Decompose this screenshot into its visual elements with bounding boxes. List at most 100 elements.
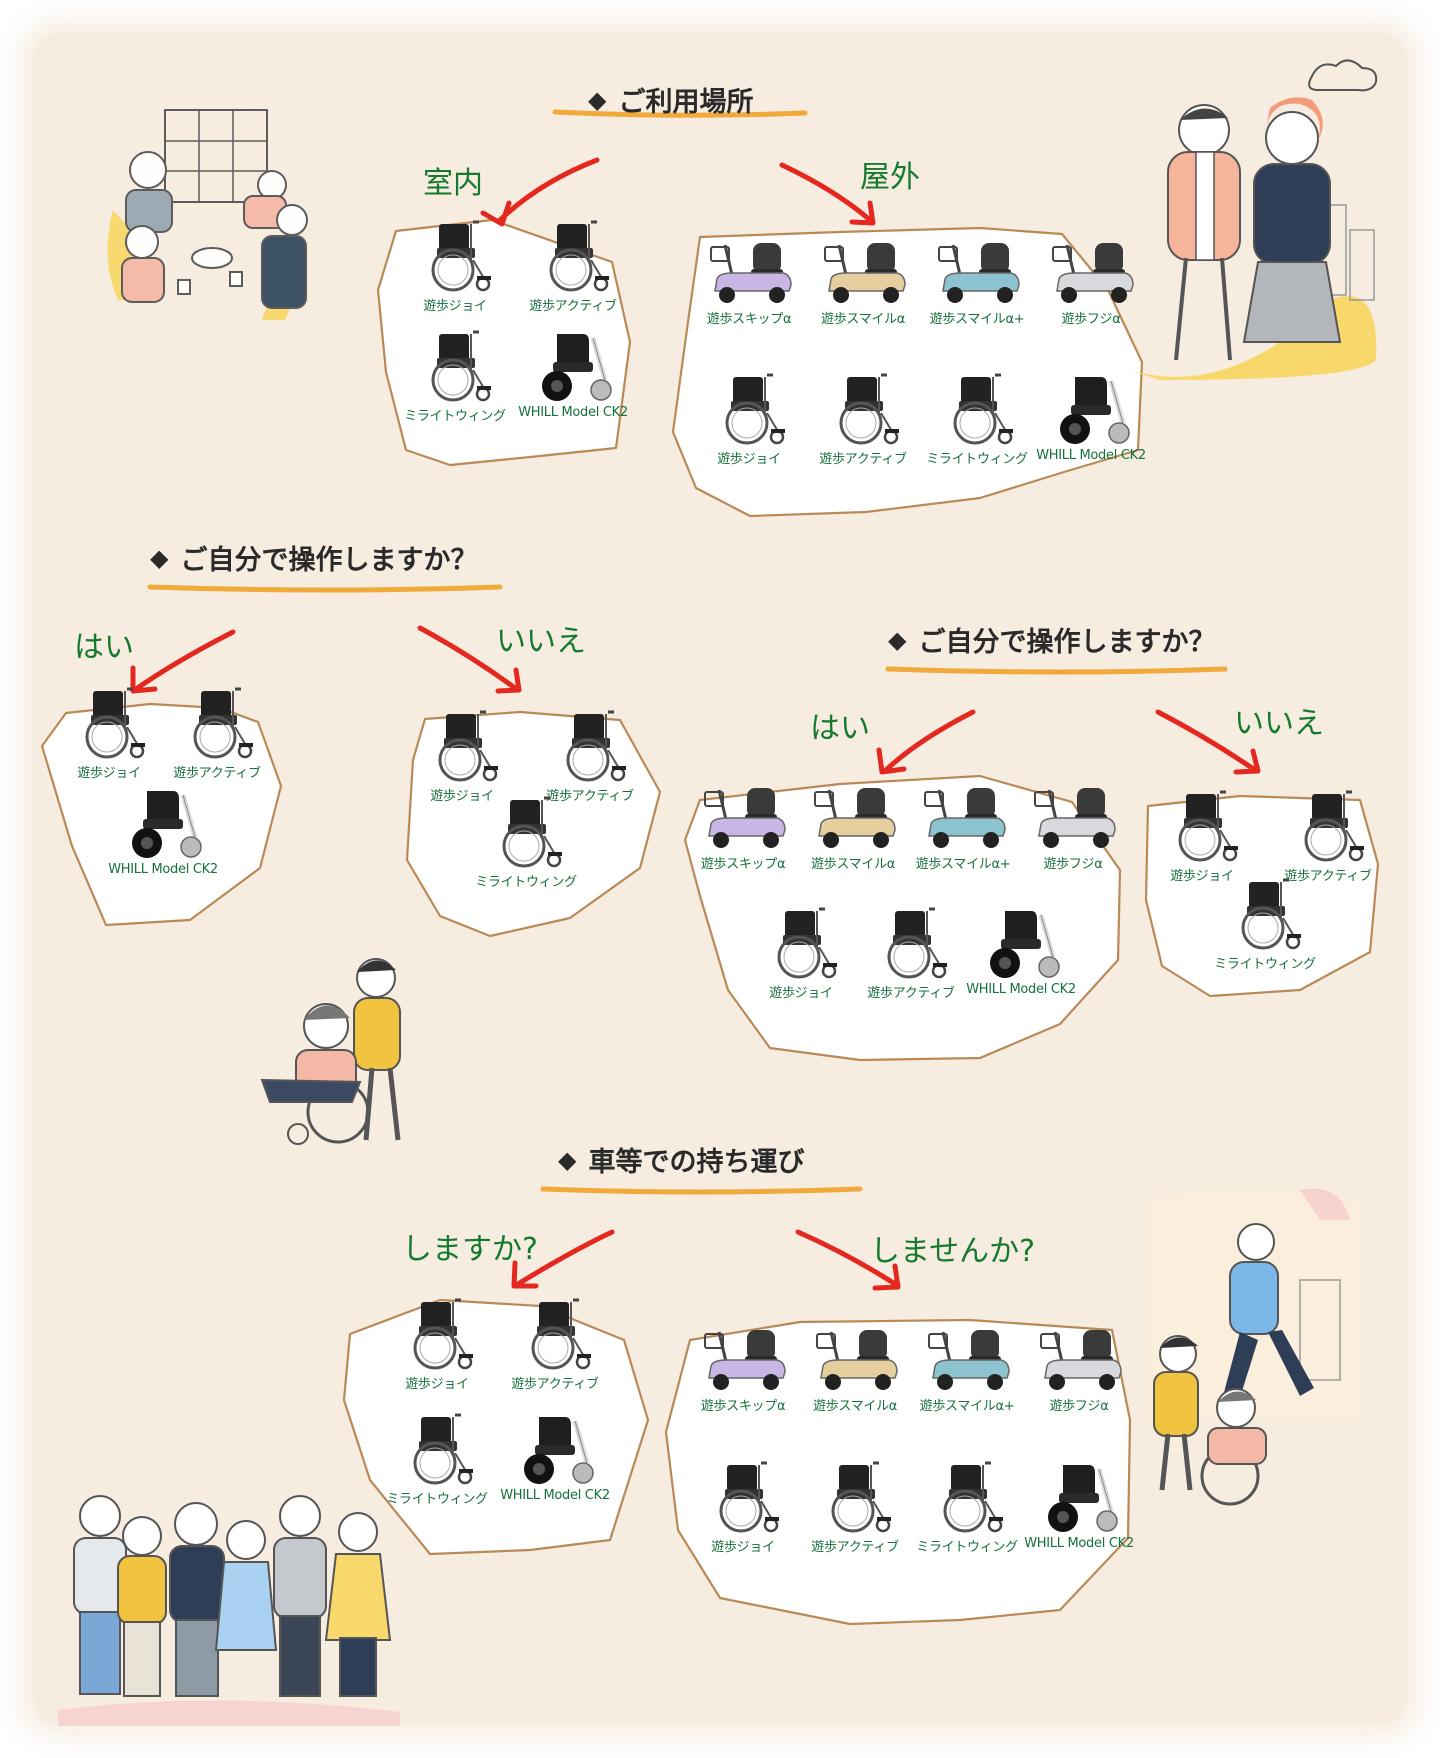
illustration-caregiver-wheelchair: [260, 958, 401, 1145]
product-label: 遊歩スマイルα+: [919, 1399, 1015, 1414]
product-label: 遊歩アクティブ: [867, 986, 955, 1001]
product-label: 遊歩フジα: [1049, 1399, 1109, 1414]
product-item: WHILL Model CK2: [514, 328, 632, 420]
diamond-icon: ◆: [888, 625, 907, 654]
power-wheelchair-icon: [524, 1417, 594, 1484]
illustration-walker-and-wheelchair: [1148, 1188, 1360, 1506]
scooter-icon: [814, 788, 896, 848]
branch-outdoor-no: いいえ: [1234, 706, 1324, 741]
product-item: ミライトウィング: [1206, 876, 1324, 972]
product-item: 遊歩スマイルα+: [908, 1322, 1026, 1414]
wheelchair-icon: [725, 373, 785, 445]
product-label: 遊歩スマイルα+: [915, 857, 1011, 872]
wheelchair-icon: [777, 907, 837, 979]
product-label: 遊歩アクティブ: [819, 452, 907, 467]
product-item: WHILL Model CK2: [1020, 1459, 1138, 1551]
wheelchair-icon: [831, 1461, 891, 1533]
branch-outdoor: 屋外: [860, 160, 920, 195]
arrow-indoor-yes: [133, 629, 236, 692]
scooter-icon: [710, 243, 792, 303]
diamond-icon: ◆: [150, 543, 169, 572]
wheelchair-icon: [502, 796, 562, 868]
product-item: 遊歩スマイルα: [794, 780, 912, 872]
product-label: 遊歩スマイルα: [812, 1399, 898, 1414]
product-item: 遊歩アクティブ: [804, 371, 922, 467]
arrow-location-outdoor: [779, 162, 873, 223]
wheelchair-icon: [719, 1461, 779, 1533]
scooter-icon: [938, 243, 1020, 303]
product-item: 遊歩アクティブ: [531, 708, 649, 804]
heading-carry: ◆ 車等での持ち運び: [558, 1140, 804, 1179]
product-item: 遊歩スキップα: [684, 1322, 802, 1414]
product-label: WHILL Model CK2: [966, 982, 1076, 997]
product-label: 遊歩アクティブ: [173, 766, 261, 781]
product-item: 遊歩ジョイ: [684, 1459, 802, 1555]
product-label: WHILL Model CK2: [500, 1488, 610, 1503]
scooter-icon: [1052, 243, 1134, 303]
wheelchair-icon: [85, 687, 145, 759]
product-label: 遊歩フジα: [1061, 312, 1121, 327]
product-item: 遊歩フジα: [1032, 235, 1150, 327]
product-label: 遊歩アクティブ: [529, 299, 617, 314]
branch-outdoor-yes: はい: [810, 711, 870, 746]
wheelchair-icon: [1241, 878, 1301, 950]
product-label: 遊歩ジョイ: [711, 1540, 775, 1555]
product-label: 遊歩スキップα: [700, 857, 786, 872]
product-item: 遊歩スマイルα: [796, 1322, 914, 1414]
product-label: ミライトウィング: [386, 1492, 488, 1507]
diamond-icon: ◆: [588, 85, 607, 114]
product-label: 遊歩ジョイ: [77, 766, 141, 781]
wheelchair-icon: [438, 710, 498, 782]
arrow-carry-no: [795, 1229, 898, 1287]
wheelchair-icon: [1304, 790, 1364, 862]
product-item: 遊歩ジョイ: [1143, 788, 1261, 884]
product-item: 遊歩アクティブ: [1269, 788, 1387, 884]
heading-location: ◆ ご利用場所: [588, 80, 753, 119]
scooter-icon: [816, 1330, 898, 1390]
product-item: 遊歩アクティブ: [514, 218, 632, 314]
product-item: 遊歩ジョイ: [403, 708, 521, 804]
product-item: ミライトウィング: [467, 794, 585, 890]
arrow-indoor-no: [417, 625, 518, 691]
branch-carry-yes: しますか?: [402, 1232, 538, 1267]
product-item: 遊歩アクティブ: [796, 1459, 914, 1555]
product-item: 遊歩フジα: [1020, 1322, 1138, 1414]
product-label: WHILL Model CK2: [518, 405, 628, 420]
product-item: 遊歩アクティブ: [852, 905, 970, 1001]
heading-self-operate-outdoor: ◆ ご自分で操作しますか？: [888, 620, 1215, 659]
arrow-outdoor-yes: [883, 709, 976, 773]
product-item: 遊歩ジョイ: [50, 685, 168, 781]
arrow-carry-yes: [515, 1229, 615, 1287]
product-label: 遊歩ジョイ: [717, 452, 781, 467]
branch-indoor-no: いいえ: [496, 624, 586, 659]
product-item: ミライトウィング: [396, 328, 514, 424]
arrow-outdoor-no: [1155, 709, 1258, 773]
wheelchair-icon: [413, 1413, 473, 1485]
product-label: WHILL Model CK2: [1036, 448, 1146, 463]
product-label: 遊歩ジョイ: [405, 1377, 469, 1392]
wheelchair-icon: [531, 1298, 591, 1370]
product-item: 遊歩スマイルα+: [918, 235, 1036, 327]
illustration-indoor-family: [107, 109, 308, 320]
power-wheelchair-icon: [542, 334, 612, 401]
scooter-icon: [924, 788, 1006, 848]
product-label: WHILL Model CK2: [1024, 1536, 1134, 1551]
diamond-icon: ◆: [558, 1145, 577, 1174]
product-label: 遊歩ジョイ: [430, 789, 494, 804]
product-item: WHILL Model CK2: [962, 905, 1080, 997]
underline-carry: [540, 1186, 863, 1195]
underline-location: [552, 109, 808, 118]
power-wheelchair-icon: [990, 911, 1060, 978]
group-carry-no: [664, 1318, 1132, 1626]
product-label: 遊歩スキップα: [700, 1399, 786, 1414]
arrow-location-indoor: [497, 157, 600, 223]
wheelchair-icon: [431, 220, 491, 292]
product-item: ミライトウィング: [918, 371, 1036, 467]
scooter-icon: [704, 788, 786, 848]
product-label: 遊歩スマイルα: [820, 312, 906, 327]
wheelchair-icon: [566, 710, 626, 782]
product-item: 遊歩スキップα: [690, 235, 808, 327]
product-label: ミライトウィング: [926, 452, 1028, 467]
illustration-outdoor-couple: [1130, 59, 1378, 380]
